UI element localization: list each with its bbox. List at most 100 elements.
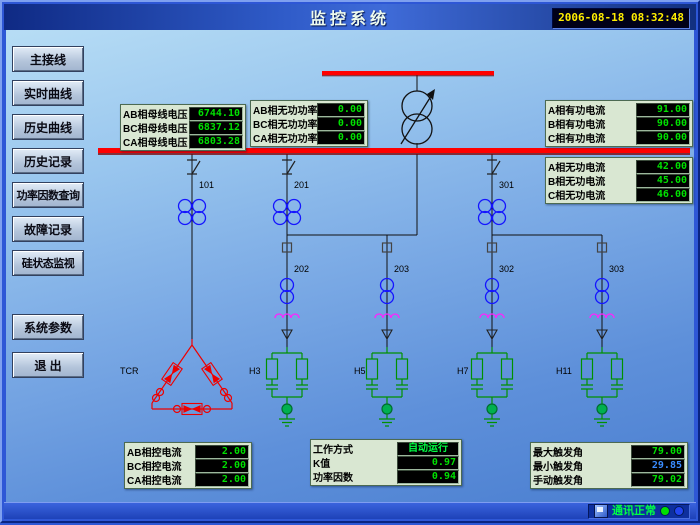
sidebar-button-history-record[interactable]: 历史记录 xyxy=(12,148,84,174)
feeder-label: 302 xyxy=(499,264,514,274)
panel-row-label: BC相控电流 xyxy=(127,462,182,473)
panel-row: A相有功电流 91.00 xyxy=(548,102,690,117)
disconnector-101[interactable] xyxy=(186,159,201,175)
panel-row-value: 6744.10 xyxy=(189,106,243,121)
sidebar-button-fault-record[interactable]: 故障记录 xyxy=(12,216,84,242)
datetime-display: 2006-08-18 08:32:48 xyxy=(552,8,690,29)
panel-row-label: A相有功电流 xyxy=(548,106,606,117)
sidebar-button-history-curve[interactable]: 历史曲线 xyxy=(12,114,84,140)
panel-row-label: 功率因数 xyxy=(313,473,353,484)
panel-row: CA相控电流 2.00 xyxy=(127,472,249,487)
panel-row-value: 2.00 xyxy=(195,458,249,473)
sidebar-button-system-params[interactable]: 系统参数 xyxy=(12,314,84,340)
device-label-h7: H7 xyxy=(457,366,469,376)
sidebar-button-thyristor-status[interactable]: 硅状态监视 xyxy=(12,250,84,276)
panel-row: C相有功电流 90.00 xyxy=(548,130,690,145)
panel-row-value: 0.00 xyxy=(317,130,365,145)
panel-row-label: B相无功电流 xyxy=(548,177,606,188)
panel-row-label: B相有功电流 xyxy=(548,120,606,131)
panel-row: 最大触发角 79.00 xyxy=(533,444,685,459)
filter-bank-h5 xyxy=(365,346,409,427)
upper-bus xyxy=(322,71,494,75)
panel-row-label: AB相母线电压 xyxy=(123,110,188,121)
comm-status: 通讯正常 xyxy=(588,503,690,519)
title-bar: 监控系统 2006-08-18 08:32:48 xyxy=(4,4,696,30)
panel-row: 工作方式自动运行 xyxy=(313,441,459,456)
comm-ok-indicator xyxy=(660,506,670,516)
sidebar-button-power-factor-query[interactable]: 功率因数查询 xyxy=(12,182,84,208)
panel-row-value: 42.00 xyxy=(636,159,690,174)
feeder-label: 201 xyxy=(294,180,309,190)
feeder-label: 202 xyxy=(294,264,309,274)
status-bar: 通讯正常 xyxy=(4,502,696,519)
sidebar-button-main-wiring[interactable]: 主接线 xyxy=(12,46,84,72)
panel-row-label: CA相母线电压 xyxy=(123,138,188,149)
panel-row-value: 6837.12 xyxy=(189,120,243,135)
sidebar-button-exit[interactable]: 退 出 xyxy=(12,352,84,378)
panel-row-label: C相有功电流 xyxy=(548,134,606,145)
ct-icon xyxy=(177,198,193,226)
panel-row-value: 90.00 xyxy=(636,116,690,131)
panel-row-value: 0.00 xyxy=(317,102,365,117)
panel-row: B相无功电流 45.00 xyxy=(548,173,690,188)
feeder-label: 101 xyxy=(199,180,214,190)
device-label-h3: H3 xyxy=(249,366,261,376)
filter-bank-h11 xyxy=(580,346,624,427)
tcr-delta xyxy=(151,339,233,416)
panel-row-value: 46.00 xyxy=(636,187,690,202)
panel-row-value: 2.00 xyxy=(195,444,249,459)
network-icon xyxy=(594,504,608,518)
panel-row: 功率因数 0.94 xyxy=(313,469,459,484)
panel-row-value: 0.94 xyxy=(397,469,459,484)
transformer-symbol[interactable] xyxy=(400,89,435,145)
panel-active-current: A相有功电流 91.00 B相有功电流 90.00 C相有功电流 90.00 xyxy=(545,100,693,147)
feeder-label: 301 xyxy=(499,180,514,190)
main-bus xyxy=(98,148,690,153)
sidebar-button-realtime-curve[interactable]: 实时曲线 xyxy=(12,80,84,106)
panel-row: 手动触发角 79.02 xyxy=(533,472,685,487)
panel-row-label: CA相控电流 xyxy=(127,476,182,487)
device-label-tcr: TCR xyxy=(120,366,139,376)
disconnector-301[interactable] xyxy=(486,159,501,175)
panel-row-value: 79.02 xyxy=(631,472,685,487)
disconnector-201[interactable] xyxy=(281,159,296,175)
panel-row-value: 2.00 xyxy=(195,472,249,487)
panel-row-value: 91.00 xyxy=(636,102,690,117)
panel-row-value: 90.00 xyxy=(636,130,690,145)
panel-row-value: 0.97 xyxy=(397,455,459,470)
tap-arrow-head xyxy=(427,89,435,100)
comm-link-indicator xyxy=(674,506,684,516)
panel-row: B相有功电流 90.00 xyxy=(548,116,690,131)
panel-row: BC相控电流 2.00 xyxy=(127,458,249,473)
panel-row-label: 手动触发角 xyxy=(533,476,583,487)
page-title: 监控系统 xyxy=(309,11,390,28)
ct-icon xyxy=(191,198,207,226)
panel-row-value: 6803.28 xyxy=(189,134,243,149)
panel-row-value: 79.00 xyxy=(631,444,685,459)
ct-icon xyxy=(286,198,302,226)
ct-icon xyxy=(272,198,288,226)
panel-row-label: 最小触发角 xyxy=(533,462,583,473)
panel-row-label: 最大触发角 xyxy=(533,448,583,459)
panel-row-value: 45.00 xyxy=(636,173,690,188)
ct-icon xyxy=(491,198,507,226)
device-label-h11: H11 xyxy=(556,366,572,376)
feeder-label: 303 xyxy=(609,264,624,274)
